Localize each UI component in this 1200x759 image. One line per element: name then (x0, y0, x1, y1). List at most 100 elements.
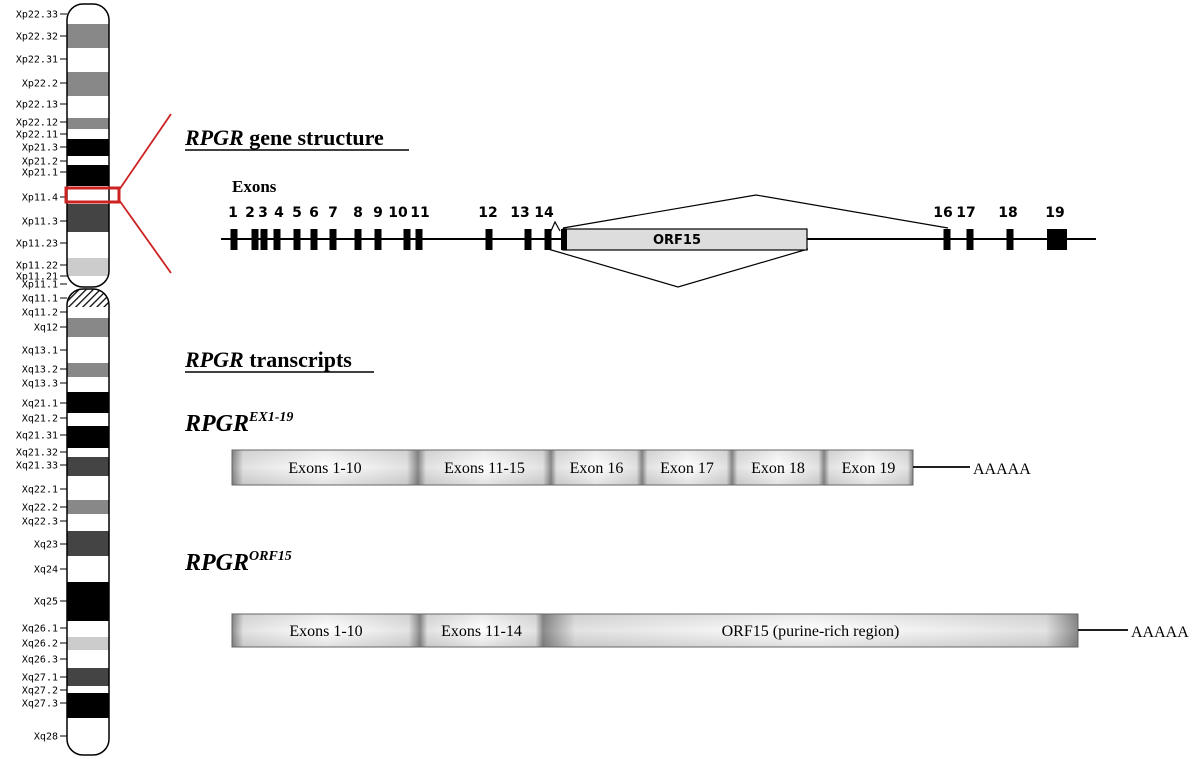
exon-block (544, 229, 552, 250)
band-label: Xq21.32 (16, 448, 58, 459)
p-arm-bands (67, 4, 109, 287)
chromosome-band (67, 556, 109, 582)
chromosome-band (67, 72, 109, 96)
band-label: Xq26.3 (22, 655, 58, 666)
exon-number: 17 (956, 205, 975, 221)
chromosome-band (67, 156, 109, 165)
segment-label: Exon 19 (842, 460, 896, 477)
segment-shading (232, 450, 418, 485)
exon-block (524, 229, 532, 250)
exon-blocks (230, 229, 1067, 250)
chromosome-band (67, 204, 109, 232)
band-label: Xq21.31 (16, 431, 58, 442)
band-label: Xq12 (34, 323, 58, 334)
exon-number: 14 (534, 205, 554, 221)
exon-block (415, 229, 423, 250)
band-label: Xq27.1 (22, 673, 58, 684)
exon-number: 12 (478, 205, 497, 221)
exon-number: 3 (258, 205, 268, 221)
band-label: Xq24 (34, 565, 58, 576)
exon-number: 6 (309, 205, 319, 221)
chromosome-band (67, 318, 109, 337)
segment-label: ORF15 (purine-rich region) (722, 623, 900, 640)
transcript-2-name: RPGRORF15 (184, 549, 292, 576)
band-label: Xq13.2 (22, 365, 58, 376)
segment-shading (732, 450, 824, 485)
band-label: Xq27.3 (22, 699, 58, 710)
exon-number: 8 (353, 205, 363, 221)
segment-label: Exon 18 (751, 460, 805, 477)
exon-number: 2 (245, 205, 255, 221)
segment-shading (232, 614, 420, 647)
exon-block (273, 229, 281, 250)
transcript-1-name: RPGREX1-19 (184, 410, 293, 437)
exon-block (293, 229, 301, 250)
band-label: Xq11.2 (22, 308, 58, 319)
splice-lower (547, 248, 809, 288)
segment-label: Exons 1-10 (288, 460, 361, 477)
band-label: Xq26.2 (22, 639, 58, 650)
q-arm-bands (67, 289, 109, 755)
band-label: Xq28 (34, 732, 58, 743)
chromosome-band (67, 500, 109, 514)
band-label: Xp11.4 (22, 193, 58, 204)
exon-block (329, 229, 337, 250)
segment-shading (420, 614, 543, 647)
chromosome-band (67, 514, 109, 531)
band-label: Xp22.2 (22, 79, 58, 90)
chromosome-band (67, 392, 109, 413)
exon-number: 7 (328, 205, 338, 221)
chromosome-band (67, 48, 109, 72)
exons-title: Exons (232, 177, 277, 196)
chromosome-band (67, 118, 109, 129)
segment-shading (418, 450, 551, 485)
exon-block (943, 229, 951, 250)
chromosome-band (67, 283, 109, 287)
segment-label: Exons 1-10 (289, 623, 362, 640)
chromosome-band (67, 377, 109, 392)
band-label: Xp11.23 (16, 239, 58, 250)
band-label: Xq13.3 (22, 379, 58, 390)
chromosome-band (67, 4, 109, 24)
highlight-box (64, 186, 121, 204)
band-label: Xp22.13 (16, 100, 58, 111)
segment-shading (642, 450, 732, 485)
orf15-label: ORF15 (653, 233, 701, 248)
segment-shading (824, 450, 913, 485)
exon-block (1047, 229, 1067, 250)
chromosome-band (67, 337, 109, 363)
gene-structure-title: RPGR gene structure (184, 125, 384, 150)
band-label: Xq22.1 (22, 485, 58, 496)
exon-block (374, 229, 382, 250)
chromosome-band (67, 668, 109, 686)
band-label: Xq27.2 (22, 686, 58, 697)
exon-block (251, 229, 259, 250)
transcript-2-polya: AAAAA (1131, 624, 1189, 641)
exon-number: 19 (1045, 205, 1064, 221)
q-arm-outline (66, 288, 110, 756)
segment-label: Exon 16 (570, 460, 624, 477)
exon-block (354, 229, 362, 250)
zoom-line-top (118, 113, 172, 191)
chromosome-band (67, 718, 109, 755)
chromosome-band (67, 686, 109, 693)
band-label: Xq26.1 (22, 624, 58, 635)
exon-number: 4 (274, 205, 284, 221)
band-label: Xq22.3 (22, 517, 58, 528)
exon-block (403, 229, 411, 250)
band-label: Xq11.1 (22, 294, 58, 305)
band-label: Xq21.2 (22, 414, 58, 425)
chromosome-band (67, 413, 109, 426)
band-label: Xp21.1 (22, 168, 58, 179)
exon-block (260, 229, 268, 250)
x-chromosome-ideogram: Xp22.33Xp22.32Xp22.31Xp22.2Xp22.13Xp22.1… (16, 3, 172, 756)
exon-block (485, 229, 493, 250)
segment-label: Exons 11-15 (444, 460, 525, 477)
band-label: Xp22.11 (16, 130, 58, 141)
band-label: Xq21.33 (16, 461, 58, 472)
band-label: Xp22.12 (16, 118, 58, 129)
chromosome-band (67, 276, 109, 283)
chromosome-band (67, 531, 109, 556)
chromosome-band (67, 637, 109, 650)
